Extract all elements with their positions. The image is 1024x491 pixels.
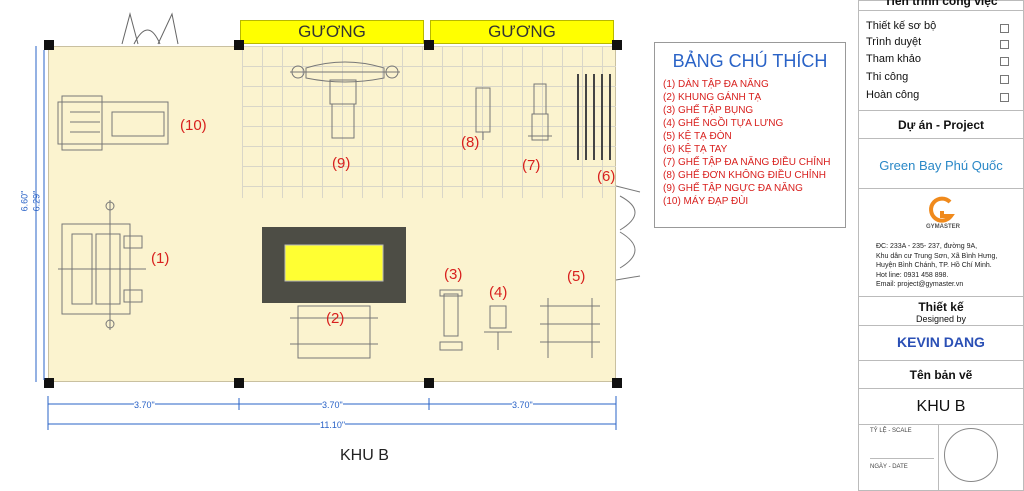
designer-name: KEVIN DANG bbox=[897, 334, 985, 350]
date-label: NGÀY - DATE bbox=[870, 464, 908, 470]
dimension-height-inner: 6.29" bbox=[31, 190, 42, 212]
equipment-label-5: (5) bbox=[567, 268, 586, 285]
pillar bbox=[424, 40, 434, 50]
divider bbox=[858, 325, 1024, 326]
gymaster-logo-icon bbox=[929, 196, 955, 223]
legend-item: (2) KHUNG GÁNH TẠ bbox=[663, 92, 762, 103]
pillar bbox=[612, 40, 622, 50]
equipment-label-9: (9) bbox=[332, 155, 351, 172]
pillar bbox=[44, 40, 54, 50]
legend-item: (9) GHẾ TẬP NGỰC ĐA NĂNG bbox=[663, 183, 803, 194]
legend-item: (4) GHẾ NGỒI TỰA LƯNG bbox=[663, 118, 784, 129]
address-line: Email: project@gymaster.vn bbox=[876, 281, 964, 288]
company-address: ĐC: 233A - 235- 237, đường 9A, Khu dân c… bbox=[876, 242, 997, 290]
divider bbox=[858, 110, 1024, 111]
task-label: Thi công bbox=[866, 71, 909, 83]
address-line: Khu dân cư Trung Sơn, Xã Bình Hưng, bbox=[876, 252, 998, 260]
task-checkbox[interactable] bbox=[1000, 93, 1009, 102]
area-caption: KHU B bbox=[340, 447, 389, 464]
pillar bbox=[612, 378, 622, 388]
platform-insert bbox=[284, 244, 384, 282]
task-checkbox[interactable] bbox=[1000, 40, 1009, 49]
task-label: Hoàn công bbox=[866, 89, 920, 101]
divider bbox=[858, 188, 1024, 189]
equipment-label-1: (1) bbox=[151, 250, 170, 267]
multi-station-rack bbox=[58, 200, 146, 330]
legend-item: (7) GHẾ TẬP ĐA NĂNG ĐIỀU CHỈNH bbox=[663, 157, 831, 168]
divider bbox=[938, 424, 939, 491]
ab-bench bbox=[439, 289, 463, 351]
dimension-height-outer: 6.60" bbox=[19, 190, 30, 212]
equipment-label-4: (4) bbox=[489, 284, 508, 301]
task-checkbox[interactable] bbox=[1000, 75, 1009, 84]
pillar bbox=[234, 40, 244, 50]
divider bbox=[858, 10, 1024, 11]
project-name: Green Bay Phú Quốc bbox=[879, 158, 1003, 173]
pillar bbox=[44, 378, 54, 388]
address-line: Huyện Bình Chánh, TP. Hồ Chí Minh. bbox=[876, 262, 992, 269]
divider bbox=[858, 424, 1024, 425]
legend-item: (3) GHẾ TẬP BỤNG bbox=[663, 105, 754, 116]
address-line: ĐC: 233A - 235- 237, đường 9A, bbox=[876, 243, 978, 250]
address-line: Hot line: 0931 458 898. bbox=[876, 271, 949, 279]
legend-title: BẢNG CHÚ THÍCH bbox=[672, 51, 828, 71]
divider bbox=[858, 360, 1024, 361]
dimension-total: 11.10" bbox=[320, 420, 346, 430]
equipment-label-6: (6) bbox=[597, 168, 616, 185]
equipment-label-2: (2) bbox=[326, 310, 345, 327]
design-sub: Designed by bbox=[915, 314, 967, 324]
equipment-layout bbox=[35, 12, 641, 430]
stamp-circle bbox=[944, 428, 998, 482]
adjustable-bench bbox=[528, 83, 552, 141]
legend-box: BẢNG CHÚ THÍCH (1) DÀN TẬP ĐA NĂNG (2) K… bbox=[654, 42, 846, 228]
dumbbell-rack bbox=[577, 74, 611, 160]
mirror-right: GƯƠNG bbox=[430, 20, 614, 44]
divider bbox=[858, 296, 1024, 297]
legend-item: (5) KỆ TẠ ĐÒN bbox=[663, 131, 732, 142]
design-label: Thiết kế bbox=[918, 300, 964, 314]
seated-bench bbox=[484, 305, 512, 350]
progress-title: Tiến trình công việc bbox=[884, 0, 998, 8]
mirror-left: GƯƠNG bbox=[240, 20, 424, 44]
task-checkbox[interactable] bbox=[1000, 57, 1009, 66]
legend-item: (8) GHẾ ĐƠN KHÔNG ĐIỀU CHỈNH bbox=[663, 170, 827, 181]
task-label: Trình duyệt bbox=[866, 36, 922, 48]
pillar bbox=[234, 378, 244, 388]
drawing-name: KHU B bbox=[916, 398, 966, 415]
flat-bench bbox=[475, 87, 491, 140]
squat-rack bbox=[290, 305, 378, 359]
task-label: Thiết kế sơ bộ bbox=[866, 20, 937, 32]
drawing-label: Tên bản vẽ bbox=[909, 368, 973, 382]
pillar bbox=[424, 378, 434, 388]
equipment-label-3: (3) bbox=[444, 266, 463, 283]
brand-name: GYMASTER bbox=[925, 224, 960, 230]
legend-item: (6) KỆ TẠ TAY bbox=[663, 144, 728, 155]
scale-label: TỶ LỆ - SCALE bbox=[870, 428, 912, 434]
divider bbox=[858, 388, 1024, 389]
equipment-label-10: (10) bbox=[180, 117, 207, 134]
divider bbox=[858, 138, 1024, 139]
equipment-label-8: (8) bbox=[461, 134, 480, 151]
door-swing bbox=[615, 185, 641, 281]
chest-press-bench bbox=[290, 61, 400, 139]
project-label: Dự án - Project bbox=[897, 118, 985, 132]
legend-item: (1) DÀN TẬP ĐA NĂNG bbox=[663, 79, 769, 90]
task-label: Tham khảo bbox=[866, 53, 922, 65]
task-checkbox[interactable] bbox=[1000, 24, 1009, 33]
equipment-label-7: (7) bbox=[522, 157, 541, 174]
legend-item: (10) MÁY ĐẠP ĐÙI bbox=[663, 196, 749, 207]
dimension-width: 3.70" bbox=[512, 400, 533, 410]
title-block bbox=[858, 0, 1024, 491]
barbell-rack bbox=[540, 298, 600, 358]
entrance-symbol bbox=[121, 12, 179, 45]
divider bbox=[870, 458, 934, 459]
dimension-width: 3.70" bbox=[322, 400, 343, 410]
dimension-width: 3.70" bbox=[134, 400, 155, 410]
leg-press-machine bbox=[57, 95, 169, 151]
